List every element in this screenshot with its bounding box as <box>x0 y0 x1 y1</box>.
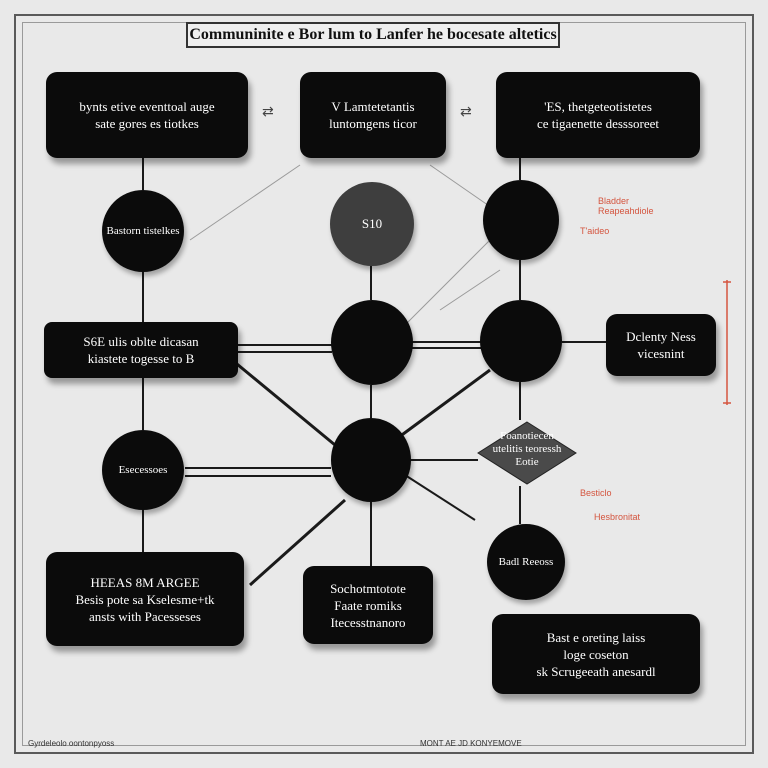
note-line: Hesbronitat <box>594 512 641 522</box>
box-line: Itecesstnanoro <box>330 614 406 630</box>
circle-left-mid: Esecessoes <box>102 430 184 510</box>
diagram-title: Communinite e Bor lum to Lanfer he boces… <box>186 22 560 48</box>
box-line: loge coseton <box>563 646 629 662</box>
note-line: Reapeahdiole <box>598 206 654 216</box>
box-top-left: bynts etive eventtoal auge sate gores es… <box>46 72 248 158</box>
note-line: Bladder <box>598 196 630 206</box>
double-arrow-icon: ⇄ <box>460 104 472 120</box>
box-mid-right: Dclenty Ness vicesnint <box>606 314 716 376</box>
note-line: Besticlo <box>580 488 612 498</box>
link-line <box>219 348 336 447</box>
annotation-note: Bladder Reapeahdiole <box>598 196 654 216</box>
link-line <box>189 164 301 241</box>
box-bottom-left: HEEAS 8M ARGEE Besis pote sa Kselesme+tk… <box>46 552 244 646</box>
circle-cracked-right <box>483 180 559 260</box>
outer-frame <box>14 14 754 754</box>
box-bottom-center: Sochotmtotote Faate romiks Itecesstnanor… <box>303 566 433 644</box>
box-line: kiastete togesse to B <box>87 351 195 366</box>
diamond-line: Eotie <box>515 456 539 468</box>
footer-left-text: Gyrdeleolo oontonpyoss <box>28 739 115 748</box>
link-line <box>248 498 347 587</box>
box-mid-left: S6E ulis oblte dicasan kiastete togesse … <box>44 322 238 378</box>
circle-center-top: S10 <box>330 182 414 266</box>
box-line: luntomgens ticor <box>329 116 417 131</box>
box-line: vicesnint <box>637 346 685 361</box>
box-line: Faate romiks <box>334 597 402 613</box>
box-line: sk Scrugeeath anesardl <box>536 663 656 679</box>
box-top-center: V Lamtetetantis luntomgens ticor <box>300 72 446 158</box>
box-line: V Lamtetetantis <box>331 99 415 114</box>
box-line: S6E ulis oblte dicasan <box>83 334 199 349</box>
footer-right-text: MONT AE JD KONYEMOVE <box>420 739 522 748</box>
box-line: Besis pote sa Kselesme+tk <box>75 591 215 607</box>
link-line <box>399 229 501 331</box>
diamond-line: Foanotiecen <box>500 430 554 442</box>
box-line: 'ES, thetgeteotistetes <box>544 99 652 114</box>
annotation-note: T'aideo <box>580 226 610 236</box>
decision-diamond: Foanotiecen utelitis teoressh Eotie <box>476 420 578 486</box>
box-line: Bast e oreting laiss <box>546 629 646 645</box>
circle-cracked-hub <box>331 418 411 502</box>
box-line: HEEAS 8M ARGEE <box>90 574 200 590</box>
circle-cracked-center <box>331 300 413 385</box>
link-line <box>439 269 501 311</box>
link-line <box>394 368 491 442</box>
box-line: sate gores es tiotkes <box>95 116 199 131</box>
box-top-right: 'ES, thetgeteotistetes ce tigaenette des… <box>496 72 700 158</box>
box-line: ansts with Pacesseses <box>89 608 201 624</box>
box-bottom-right: Bast e oreting laiss loge coseton sk Scr… <box>492 614 700 694</box>
box-line: Sochotmtotote <box>330 580 406 596</box>
diamond-line: utelitis teoressh <box>492 443 562 455</box>
box-line: ce tigaenette desssoreet <box>537 116 659 131</box>
box-line: Dclenty Ness <box>626 329 696 344</box>
circle-left-top: Bastorn tistelkes <box>102 190 184 272</box>
circle-right-bottom: Badl Reeoss <box>487 524 565 600</box>
circle-cracked-right-mid <box>480 300 562 382</box>
link-line <box>429 164 496 211</box>
box-line: bynts etive eventtoal auge <box>79 99 215 114</box>
link-line <box>404 474 476 521</box>
double-arrow-icon: ⇄ <box>262 104 274 120</box>
annotation-note: Besticlo Hesbronitat <box>580 488 640 522</box>
